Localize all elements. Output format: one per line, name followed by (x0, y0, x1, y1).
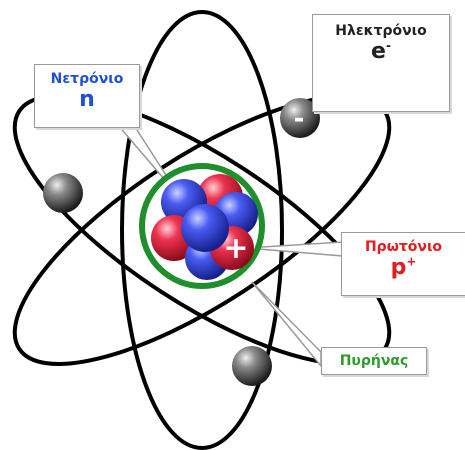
electron-ball-icon (280, 98, 320, 138)
nucleus-label-box: Πυρήνας (321, 347, 427, 375)
proton-plus-sign: + (223, 231, 248, 266)
neutron-ball-icon (181, 204, 229, 252)
orbit-vertical (120, 10, 284, 450)
electrons: - (43, 98, 320, 386)
electron-ball-icon (232, 346, 272, 386)
electron-label-box: Ηλεκτρόνιο e- (312, 14, 450, 112)
neutron-label-box: Νετρόνιο n (34, 64, 140, 128)
electron-symbol: e- (371, 38, 391, 65)
proton-label: Πρωτόνιο (364, 239, 443, 255)
nucleus-label: Πυρήνας (339, 353, 409, 369)
nucleus-particles: + (151, 174, 258, 280)
neutron-label: Νετρόνιο (50, 71, 124, 87)
proton-symbol: p+ (390, 254, 417, 281)
proton-label-box: Πρωτόνιο p+ (341, 232, 465, 296)
electron-label: Ηλεκτρόνιο (335, 23, 427, 39)
electron-ball-icon (43, 173, 83, 213)
electron-minus-sign: - (294, 104, 305, 134)
neutron-symbol: n (79, 87, 95, 113)
